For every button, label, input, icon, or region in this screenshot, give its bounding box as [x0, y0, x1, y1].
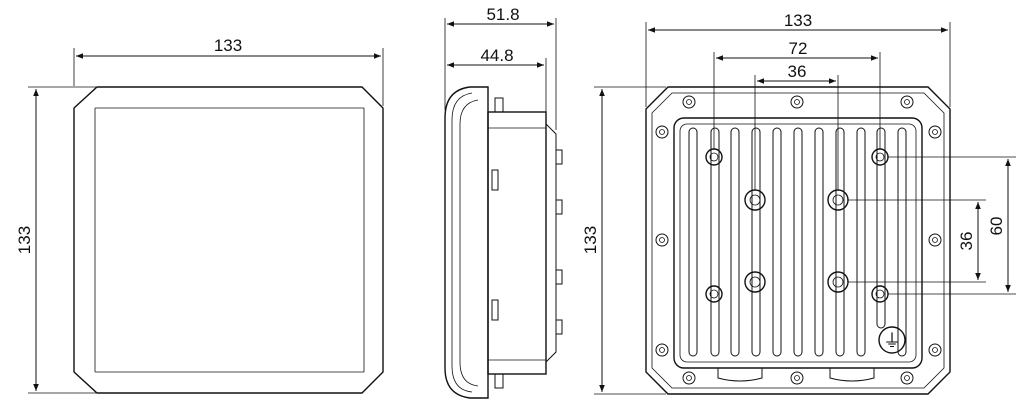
side-rear-step: [545, 122, 557, 364]
front-view: 133 133: [15, 36, 384, 394]
front-housing-outline: [73, 86, 384, 394]
side-total-depth-label: 51.8: [486, 5, 519, 24]
side-front-cover: [444, 86, 489, 399]
rear-housing-outline: [645, 86, 951, 395]
rear-height-label: 133: [581, 226, 600, 254]
rear-view: ⏚ 133 72 36 133 36 60: [581, 11, 1016, 395]
front-height-label: 133: [15, 226, 34, 254]
side-view: 51.8 44.8: [444, 5, 563, 399]
rear-width-label: 133: [784, 11, 812, 30]
front-width-label: 133: [214, 36, 242, 55]
rear-cooling-fins: [688, 127, 907, 357]
ground-symbol-icon: [878, 326, 906, 354]
rear-frame-screws: [655, 95, 942, 385]
rear-inner-panel: [673, 117, 923, 369]
rear-vertical-spacing-outer-label: 60: [987, 217, 1006, 236]
side-body-depth-label: 44.8: [480, 46, 513, 65]
rear-vertical-spacing-inner-label: 36: [957, 232, 976, 251]
ground-symbol-glyph: ⏚: [883, 331, 901, 352]
rear-hole-spacing-outer-label: 72: [789, 39, 808, 58]
rear-hole-spacing-inner-label: 36: [788, 62, 807, 81]
side-body: [487, 111, 547, 375]
rear-mounting-holes: [705, 148, 889, 303]
